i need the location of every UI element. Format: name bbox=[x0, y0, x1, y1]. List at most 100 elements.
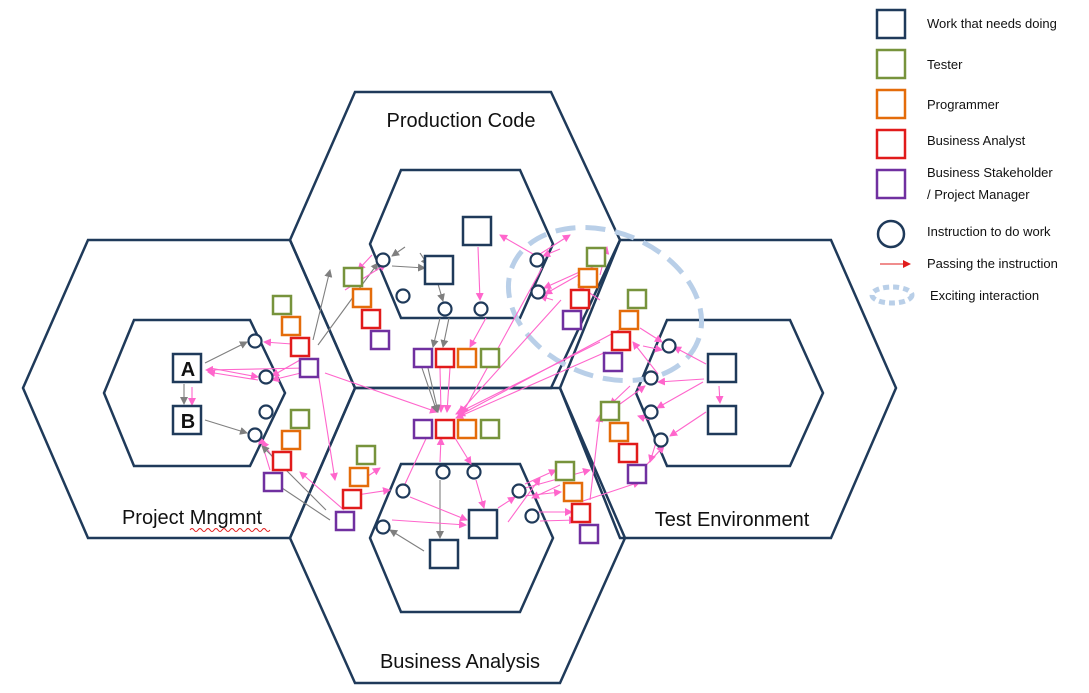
work-item-a bbox=[171, 352, 203, 384]
work-item bbox=[467, 508, 499, 540]
passing-arrow bbox=[639, 327, 663, 343]
tester-square bbox=[479, 418, 501, 440]
instruction-circle bbox=[435, 464, 451, 480]
hex-title-project-mngmnt: Project Mngmnt bbox=[122, 507, 262, 529]
outer-hexagon-business-analysis bbox=[288, 386, 627, 685]
passing-arrow bbox=[324, 372, 438, 414]
inner-hexagon-project-mngmnt bbox=[102, 318, 287, 468]
instruction-circle bbox=[375, 252, 391, 268]
hex-title-production-code: Production Code bbox=[387, 110, 536, 132]
instruction-arrows bbox=[180, 234, 724, 552]
tester-square bbox=[554, 460, 576, 482]
business-analyst-square bbox=[341, 488, 363, 510]
passing-arrow bbox=[299, 471, 345, 511]
instruction-circle bbox=[258, 369, 274, 385]
work-items bbox=[171, 215, 738, 570]
stakeholder-square bbox=[412, 347, 434, 369]
instruction-circle bbox=[247, 333, 263, 349]
instruction-circle bbox=[511, 483, 527, 499]
legend-business-analyst-label: Business Analyst bbox=[927, 133, 1026, 148]
outer-hexagons bbox=[21, 90, 898, 685]
work-arrow bbox=[204, 419, 248, 435]
spellcheck-underline bbox=[189, 528, 271, 532]
passing-arrow bbox=[656, 381, 704, 409]
legend: Work that needs doing Tester Programmer … bbox=[869, 8, 1058, 306]
passing-arrow bbox=[715, 385, 724, 404]
instruction-circle bbox=[375, 519, 391, 535]
passing-arrow bbox=[317, 371, 338, 481]
legend-tester-swatch bbox=[875, 48, 907, 80]
passing-arrow bbox=[657, 377, 705, 386]
passing-arrow bbox=[589, 414, 604, 501]
stakeholder-square bbox=[602, 351, 624, 373]
instruction-circle bbox=[247, 427, 263, 443]
passing-arrow bbox=[579, 480, 641, 503]
passing-arrow bbox=[258, 436, 271, 471]
work-item-b-label: B bbox=[181, 411, 195, 433]
programmer-square bbox=[608, 421, 630, 443]
outer-hexagon-project-mngmnt bbox=[21, 238, 357, 540]
instruction-circle bbox=[643, 370, 659, 386]
legend-stakeholder-label-1: Business Stakeholder bbox=[927, 165, 1053, 180]
instruction-circle bbox=[661, 338, 677, 354]
legend-work-swatch bbox=[875, 8, 907, 40]
passing-arrow bbox=[205, 365, 307, 374]
exciting-interaction-ellipse bbox=[505, 224, 705, 384]
work-arrow bbox=[317, 262, 379, 346]
business-analyst-square bbox=[271, 450, 293, 472]
stakeholder-square bbox=[626, 463, 648, 485]
tester-square bbox=[479, 347, 501, 369]
business-analyst-square bbox=[434, 347, 456, 369]
legend-instruction-label: Instruction to do work bbox=[927, 224, 1051, 239]
work-arrow bbox=[389, 529, 425, 552]
stakeholder-square bbox=[262, 471, 284, 493]
passing-arrow bbox=[263, 338, 293, 347]
passing-arrow bbox=[469, 317, 487, 348]
passing-arrow bbox=[461, 267, 543, 415]
work-item bbox=[423, 254, 455, 286]
stakeholder-square bbox=[334, 510, 356, 532]
work-arrow bbox=[440, 317, 450, 348]
passing-arrow bbox=[457, 329, 620, 417]
passing-arrow bbox=[475, 479, 486, 509]
tester-square bbox=[626, 288, 648, 310]
work-arrow bbox=[430, 317, 441, 348]
work-arrow bbox=[421, 367, 439, 413]
stakeholder-square bbox=[369, 329, 391, 351]
legend-exciting-label: Exciting interaction bbox=[930, 288, 1039, 303]
instruction-circle bbox=[530, 284, 546, 300]
work-item bbox=[461, 215, 493, 247]
role-squares bbox=[262, 246, 648, 545]
programmer-square bbox=[280, 315, 302, 337]
passing-arrow bbox=[409, 496, 468, 522]
tester-square bbox=[599, 400, 621, 422]
passing-arrow bbox=[523, 488, 562, 497]
work-arrow bbox=[391, 246, 406, 257]
tester-square bbox=[289, 408, 311, 430]
programmer-square bbox=[280, 429, 302, 451]
instruction-circle bbox=[258, 404, 274, 420]
legend-programmer-label: Programmer bbox=[927, 97, 1000, 112]
business-analyst-square bbox=[289, 336, 311, 358]
passing-arrow bbox=[507, 477, 541, 523]
exciting-interaction-ring bbox=[505, 224, 705, 384]
legend-instruction-swatch bbox=[876, 219, 906, 249]
passing-arrow bbox=[443, 367, 452, 413]
legend-tester-label: Tester bbox=[927, 57, 963, 72]
instruction-circles bbox=[247, 252, 677, 535]
passing-arrow bbox=[669, 411, 707, 437]
stakeholder-square bbox=[578, 523, 600, 545]
programmer-square bbox=[348, 466, 370, 488]
business-analyst-square bbox=[570, 502, 592, 524]
passing-arrow bbox=[543, 269, 585, 289]
tester-square bbox=[342, 266, 364, 288]
tester-square bbox=[585, 246, 607, 268]
instruction-circle bbox=[529, 252, 545, 268]
hex-title-business-analysis: Business Analysis bbox=[380, 651, 540, 673]
outer-hexagon-test-environment bbox=[558, 238, 898, 540]
passing-arrow bbox=[632, 341, 659, 375]
instruction-circle bbox=[473, 301, 489, 317]
work-item bbox=[706, 352, 738, 384]
work-item bbox=[428, 538, 460, 570]
